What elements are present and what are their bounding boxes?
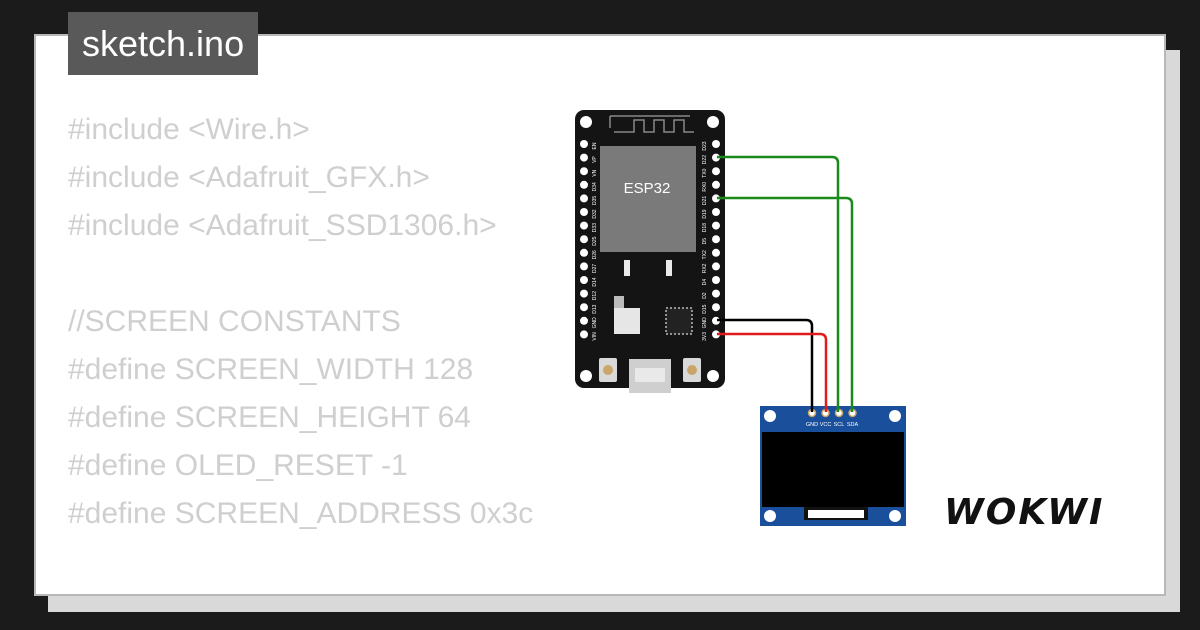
esp32-pin (712, 262, 720, 271)
esp32-pin-label: D5 (702, 238, 708, 245)
oled-pin-label: SCL (834, 422, 845, 428)
esp32-pin (580, 248, 588, 257)
code-line: #include <Wire.h> (68, 113, 310, 146)
esp32-pin (712, 194, 720, 203)
esp32-board: ESP32 ENVPVND34D35D32D33D25D26D27D14D12D… (575, 110, 725, 393)
esp32-pin-label: D19 (702, 209, 708, 218)
esp32-pin (712, 330, 720, 339)
code-line: #define SCREEN_ADDRESS 0x3c (68, 497, 534, 530)
code-line: #include <Adafruit_GFX.h> (68, 161, 430, 194)
esp32-pin-label: RX2 (702, 263, 708, 273)
code-line: #define SCREEN_WIDTH 128 (68, 353, 474, 386)
esp32-pin-label: TX0 (702, 168, 708, 177)
code-block: #include <Wire.h> #include <Adafruit_GFX.… (68, 106, 1164, 594)
esp32-pin (580, 167, 588, 176)
esp32-pin-label: D22 (702, 155, 708, 164)
esp32-pin (712, 221, 720, 230)
esp32-pin (712, 235, 720, 244)
esp32-pin (712, 153, 720, 162)
esp32-pin (580, 221, 588, 230)
esp32-pin-label: D4 (702, 279, 708, 286)
esp32-pin-label: D18 (702, 223, 708, 232)
esp32-pin-label: GND (592, 317, 598, 329)
wire-scl (717, 155, 840, 412)
oled-pin-label: VCC (820, 422, 832, 428)
esp32-pin (580, 180, 588, 189)
esp32-pin (580, 289, 588, 298)
esp32-pin-label: D12 (592, 291, 598, 300)
oled-pin-label: GND (806, 422, 818, 428)
esp32-pin-label: RX0 (702, 182, 708, 192)
wokwi-logo: WOKWI (944, 490, 1116, 536)
wire-sda (717, 196, 854, 412)
code-line: //SCREEN CONSTANTS (68, 305, 401, 338)
esp32-pin-label: D13 (592, 304, 598, 313)
esp32-pin (712, 140, 720, 148)
code-line: Adafruit_SSD1306 display(SCREEN_WIDTH, S… (68, 586, 1164, 594)
file-title-badge[interactable]: sketch.ino (68, 12, 259, 75)
esp32-pin (580, 262, 588, 271)
esp32-pin (580, 153, 588, 162)
code-line: #define OLED_RESET -1 (68, 449, 408, 482)
wire-gnd (717, 318, 814, 412)
esp32-pin (712, 208, 720, 216)
esp32-pin-label: D15 (702, 304, 708, 313)
esp32-pin-label: GND (702, 317, 708, 329)
esp32-pin-label: 3V3 (702, 332, 708, 341)
esp32-pin (712, 276, 720, 284)
code-panel: #include <Wire.h> #include <Adafruit_GFX.… (34, 34, 1166, 596)
esp32-pin-label: D34 (592, 182, 598, 191)
esp32-pin (580, 194, 588, 203)
esp32-pin-label: VN (592, 169, 598, 176)
esp32-pin-label: VIN (592, 332, 598, 341)
esp32-pin (580, 208, 588, 216)
esp32-pin (712, 248, 720, 257)
esp32-pin (712, 289, 720, 298)
esp32-pin-label: D32 (592, 209, 598, 218)
esp32-pin (580, 316, 588, 325)
esp32-pin-label: VP (592, 156, 598, 163)
esp32-pin (580, 276, 588, 284)
wires (717, 155, 854, 412)
esp32-pin-label: D27 (592, 264, 598, 273)
esp32-pin (712, 303, 720, 312)
esp32-pin-label: TX2 (702, 250, 708, 259)
esp32-pin-label: D2 (702, 292, 708, 299)
esp32-pin-label: EN (592, 142, 598, 149)
esp32-pin (712, 167, 720, 176)
esp32-pin-label: D14 (592, 277, 598, 286)
circuit-diagram: ESP32 ENVPVND34D35D32D33D25D26D27D14D12D… (575, 110, 906, 526)
esp32-pin (712, 180, 720, 189)
oled-screen (762, 432, 904, 507)
code-line: #define SCREEN_HEIGHT 64 (68, 401, 471, 434)
esp32-label: ESP32 (624, 180, 671, 197)
esp32-pin (580, 140, 588, 148)
esp32-pin (580, 303, 588, 312)
esp32-pin-label: D21 (702, 196, 708, 205)
esp32-pin-label: D23 (702, 141, 708, 150)
esp32-pin-label: D33 (592, 223, 598, 232)
esp32-pin-label: D26 (592, 250, 598, 259)
esp32-pin-label: D25 (592, 236, 598, 245)
wire-vcc (717, 332, 828, 412)
oled-pin-label: SDA (847, 422, 859, 428)
logo-text: WOKWI (944, 492, 1105, 533)
esp32-pin (580, 235, 588, 244)
esp32-pin-label: D35 (592, 196, 598, 205)
code-line: #include <Adafruit_SSD1306.h> (68, 209, 497, 242)
esp32-pin (580, 330, 588, 339)
